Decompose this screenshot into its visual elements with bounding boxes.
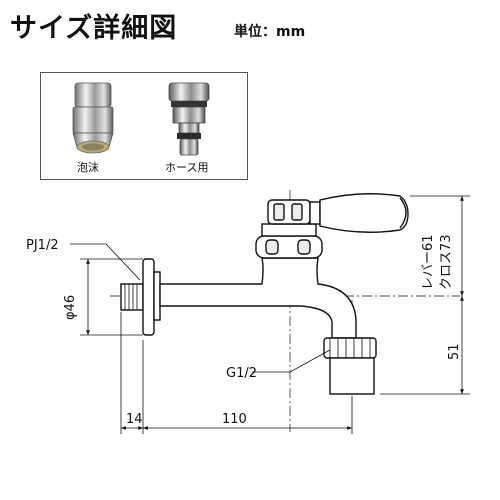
label-inlet-thread: PJ1/2 bbox=[26, 238, 59, 253]
label-flange-diameter: φ46 bbox=[63, 295, 78, 320]
dimension-lines bbox=[70, 195, 470, 434]
label-cross-dim: クロス73 bbox=[439, 234, 454, 290]
page-title: サイズ詳細図 bbox=[10, 13, 178, 44]
label-lever-dim: レバー61 bbox=[421, 234, 436, 290]
option-label-aerator: 泡沫 bbox=[77, 161, 99, 174]
faucet-body bbox=[120, 193, 409, 395]
options-panel: 泡沫 ホース用 bbox=[40, 72, 248, 180]
unit-label: 単位：mm bbox=[234, 24, 306, 40]
label-spout-length: 110 bbox=[222, 412, 247, 427]
label-outlet-thread: G1/2 bbox=[226, 366, 257, 381]
label-flange-width: 14 bbox=[126, 412, 143, 427]
hose-adapter-icon bbox=[168, 82, 210, 156]
label-outlet-height: 51 bbox=[447, 343, 462, 360]
option-label-hose: ホース用 bbox=[165, 161, 209, 174]
aerator-icon bbox=[72, 82, 114, 154]
